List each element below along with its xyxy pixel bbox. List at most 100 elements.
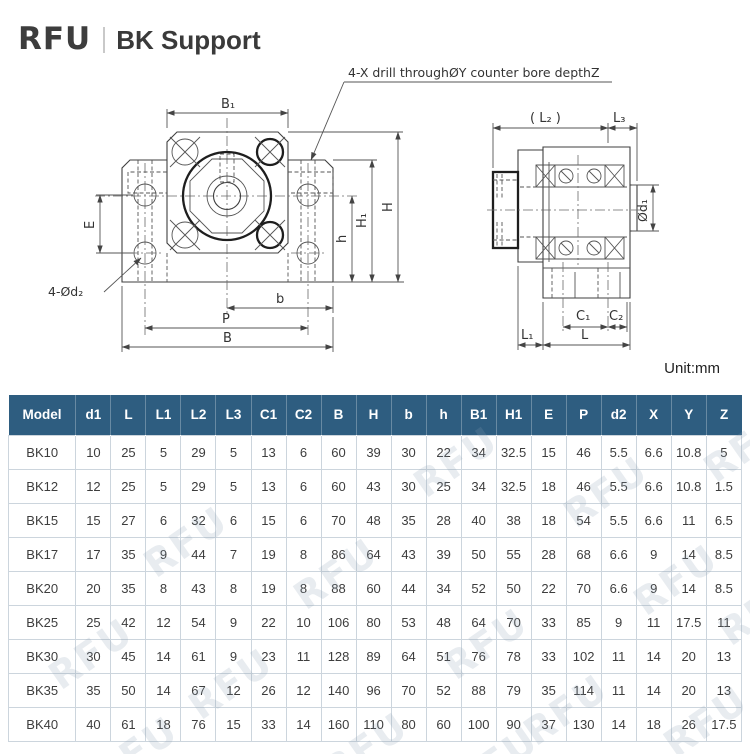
value-cell: 10.8 bbox=[670, 434, 707, 470]
value-cell: 19 bbox=[250, 570, 287, 606]
value-cell: 11 bbox=[285, 638, 322, 674]
value-cell: 48 bbox=[355, 502, 392, 538]
value-cell: 12 bbox=[75, 468, 112, 504]
value-cell: 10 bbox=[75, 434, 112, 470]
value-cell: 17 bbox=[75, 536, 112, 572]
value-cell: 100 bbox=[460, 706, 497, 742]
value-cell: 5.5 bbox=[600, 468, 637, 504]
value-cell: 70 bbox=[320, 502, 357, 538]
value-cell: 110 bbox=[355, 706, 392, 742]
model-cell: BK40 bbox=[7, 706, 77, 742]
value-cell: 9 bbox=[635, 570, 672, 606]
value-cell: 10 bbox=[285, 604, 322, 640]
value-cell: 8.5 bbox=[705, 536, 743, 572]
value-cell: 86 bbox=[320, 536, 357, 572]
column-header: b bbox=[390, 395, 427, 435]
value-cell: 9 bbox=[635, 536, 672, 572]
value-cell: 130 bbox=[565, 706, 602, 742]
unit-label: Unit:mm bbox=[664, 360, 720, 377]
column-header: C1 bbox=[250, 395, 287, 435]
value-cell: 18 bbox=[635, 706, 672, 742]
value-cell: 64 bbox=[460, 604, 497, 640]
value-cell: 14 bbox=[600, 706, 637, 742]
value-cell: 8.5 bbox=[705, 570, 743, 606]
model-cell: BK15 bbox=[7, 502, 77, 538]
value-cell: 76 bbox=[180, 706, 217, 742]
value-cell: 106 bbox=[320, 604, 357, 640]
value-cell: 6 bbox=[145, 502, 182, 538]
value-cell: 33 bbox=[530, 604, 567, 640]
value-cell: 14 bbox=[635, 638, 672, 674]
value-cell: 53 bbox=[390, 604, 427, 640]
dim-label-c1: C₁ bbox=[576, 309, 590, 324]
value-cell: 35 bbox=[390, 502, 427, 538]
model-cell: BK17 bbox=[7, 536, 77, 572]
value-cell: 22 bbox=[425, 434, 462, 470]
column-header: H1 bbox=[495, 395, 532, 435]
value-cell: 28 bbox=[530, 536, 567, 572]
value-cell: 22 bbox=[250, 604, 287, 640]
value-cell: 26 bbox=[250, 672, 287, 708]
value-cell: 50 bbox=[110, 672, 147, 708]
value-cell: 9 bbox=[145, 536, 182, 572]
value-cell: 13 bbox=[250, 468, 287, 504]
value-cell: 96 bbox=[355, 672, 392, 708]
column-header: Model bbox=[8, 395, 76, 435]
brand-divider bbox=[103, 26, 106, 53]
dim-label-l2: ( L₂ ) bbox=[530, 111, 561, 126]
value-cell: 5 bbox=[145, 468, 182, 504]
value-cell: 19 bbox=[250, 536, 287, 572]
value-cell: 20 bbox=[670, 638, 707, 674]
column-header: d1 bbox=[75, 395, 111, 435]
technical-drawing: 4-X drill throughØY counter bore depthZ bbox=[48, 65, 659, 352]
column-header: H bbox=[355, 395, 392, 435]
value-cell: 18 bbox=[530, 468, 567, 504]
dim-label-B: B bbox=[223, 331, 232, 346]
value-cell: 70 bbox=[390, 672, 427, 708]
model-cell: BK20 bbox=[7, 570, 77, 606]
value-cell: 14 bbox=[670, 536, 707, 572]
dim-label-b1: B₁ bbox=[221, 97, 235, 112]
column-header: L2 bbox=[180, 395, 216, 435]
value-cell: 8 bbox=[285, 536, 322, 572]
dim-label-b: b bbox=[276, 292, 284, 307]
value-cell: 15 bbox=[215, 706, 252, 742]
dim-label-d1: Ød₁ bbox=[635, 199, 650, 222]
value-cell: 43 bbox=[355, 468, 392, 504]
dim-label-l: L bbox=[581, 328, 589, 343]
value-cell: 11 bbox=[600, 638, 637, 674]
value-cell: 23 bbox=[250, 638, 287, 674]
dim-label-p: P bbox=[222, 312, 230, 327]
value-cell: 64 bbox=[390, 638, 427, 674]
column-header: Y bbox=[670, 395, 707, 435]
value-cell: 20 bbox=[75, 570, 112, 606]
drill-annotation: 4-X drill throughØY counter bore depthZ bbox=[348, 65, 600, 80]
value-cell: 5 bbox=[705, 434, 743, 470]
column-header: L1 bbox=[145, 395, 181, 435]
annotation-leader-line bbox=[310, 81, 345, 161]
value-cell: 29 bbox=[180, 434, 217, 470]
column-header: L bbox=[110, 395, 146, 435]
value-cell: 8 bbox=[285, 570, 322, 606]
value-cell: 14 bbox=[145, 672, 182, 708]
value-cell: 15 bbox=[250, 502, 287, 538]
value-cell: 25 bbox=[110, 468, 147, 504]
value-cell: 160 bbox=[320, 706, 357, 742]
value-cell: 50 bbox=[495, 570, 532, 606]
value-cell: 32 bbox=[180, 502, 217, 538]
value-cell: 44 bbox=[390, 570, 427, 606]
value-cell: 32.5 bbox=[495, 468, 532, 504]
value-cell: 13 bbox=[705, 672, 743, 708]
value-cell: 7 bbox=[215, 536, 252, 572]
value-cell: 88 bbox=[460, 672, 497, 708]
value-cell: 12 bbox=[145, 604, 182, 640]
value-cell: 61 bbox=[180, 638, 217, 674]
column-header: h bbox=[425, 395, 462, 435]
value-cell: 32.5 bbox=[495, 434, 532, 470]
